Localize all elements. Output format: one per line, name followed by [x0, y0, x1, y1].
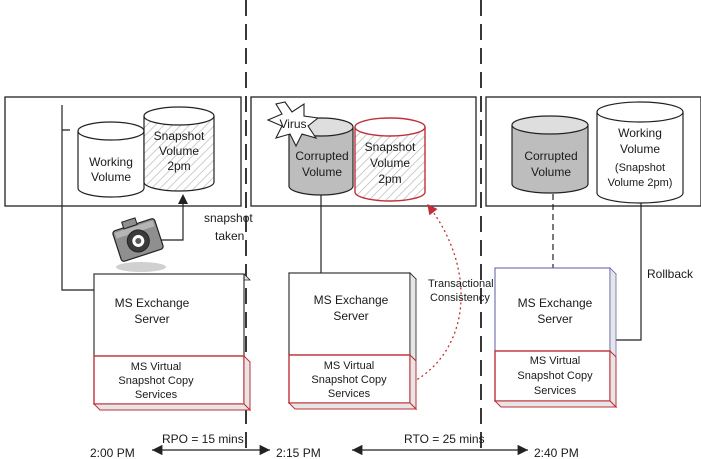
p2-exchange-label-1: MS Exchange: [314, 293, 389, 307]
p1-snapshot-label-3: 2pm: [167, 159, 190, 173]
p2-snapshot-label-1: Snapshot: [365, 140, 416, 154]
rpo-label: RPO = 15 mins: [162, 432, 244, 446]
p2-vss-box: MS Virtual Snapshot Copy Services: [287, 353, 418, 411]
p1-vss-label-1: MS Virtual: [131, 361, 182, 373]
p3-exchange-label-2: Server: [537, 312, 572, 326]
virus-label: Virus: [279, 117, 306, 131]
p2-transactional-label-1: Transactional: [428, 278, 494, 290]
p2-vss-label-2: Snapshot Copy: [311, 374, 387, 386]
p1-working-volume-cylinder: Working Volume: [77, 121, 145, 198]
p3-vss-box: MS Virtual Snapshot Copy Services: [493, 349, 618, 409]
panel-1-frame: [4, 96, 242, 207]
p3-corrupted-volume-cylinder: Corrupted Volume: [511, 115, 589, 194]
p1-vss-label-3: Services: [135, 389, 178, 401]
p2-snapshot-label-3: 2pm: [378, 172, 401, 186]
p3-working-label-2: Volume: [620, 142, 660, 156]
p3-exchange-label-1: MS Exchange: [518, 296, 593, 310]
p2-vss-label-1: MS Virtual: [324, 360, 375, 372]
camera-icon: [112, 217, 166, 272]
p1-working-label-1: Working: [89, 155, 133, 169]
p3-vss-label-3: Services: [534, 385, 577, 397]
p3-vss-label-2: Snapshot Copy: [517, 370, 593, 382]
p1-working-label-2: Volume: [91, 170, 131, 184]
p1-snapshot-taken-label-1: snapshot: [204, 211, 253, 225]
p1-snapshot-label-1: Snapshot: [154, 129, 205, 143]
p1-vss-box: MS Virtual Snapshot Copy Services: [92, 354, 252, 412]
p1-snapshot-label-2: Volume: [159, 144, 199, 158]
p1-snapshot-arrowhead: [178, 194, 188, 204]
p3-corrupted-label-2: Volume: [531, 165, 571, 179]
p1-exchange-label-1: MS Exchange: [115, 296, 190, 310]
p3-working-label-1: Working: [618, 126, 662, 140]
p3-corrupted-label-1: Corrupted: [524, 149, 577, 163]
p2-snapshot-volume-cylinder: Snapshot Volume 2pm: [354, 117, 426, 202]
time-label-200: 2:00 PM: [90, 446, 135, 459]
p3-working-label-3: (Snapshot: [615, 162, 665, 174]
p3-working-label-4: Volume 2pm): [608, 177, 673, 189]
p3-rollback-label: Rollback: [647, 267, 694, 281]
p2-exchange-label-2: Server: [333, 309, 368, 323]
p1-exchange-server-box: MS Exchange Server: [93, 273, 251, 357]
p2-vss-label-3: Services: [328, 388, 371, 400]
p2-transactional-label-2: Consistency: [430, 292, 490, 304]
p1-snapshot-taken-label-2: taken: [215, 229, 244, 243]
p2-corrupted-label-2: Volume: [302, 165, 342, 179]
virus-burst-icon: Virus: [266, 101, 320, 148]
p1-snapshot-volume-cylinder: Snapshot Volume 2pm: [143, 106, 215, 192]
rto-label: RTO = 25 mins: [404, 432, 485, 446]
p3-working-volume-cylinder: Working Volume (Snapshot Volume 2pm): [596, 101, 684, 204]
p3-vss-label-1: MS Virtual: [530, 355, 581, 367]
panel-2-frame: [250, 96, 477, 207]
p2-exchange-server-box: MS Exchange Server: [288, 272, 417, 362]
time-label-240: 2:40 PM: [534, 446, 579, 459]
time-label-215: 2:15 PM: [276, 446, 321, 459]
p3-exchange-server-box: MS Exchange Server: [494, 267, 617, 358]
p2-snapshot-label-2: Volume: [370, 156, 410, 170]
p3-rollback-line: [616, 196, 642, 341]
panel-3-frame: [485, 96, 701, 207]
p1-exchange-label-2: Server: [134, 312, 169, 326]
p1-working-to-server-line: [61, 105, 94, 291]
p2-corrupted-label-1: Corrupted: [295, 149, 348, 163]
p1-vss-label-2: Snapshot Copy: [118, 375, 194, 387]
